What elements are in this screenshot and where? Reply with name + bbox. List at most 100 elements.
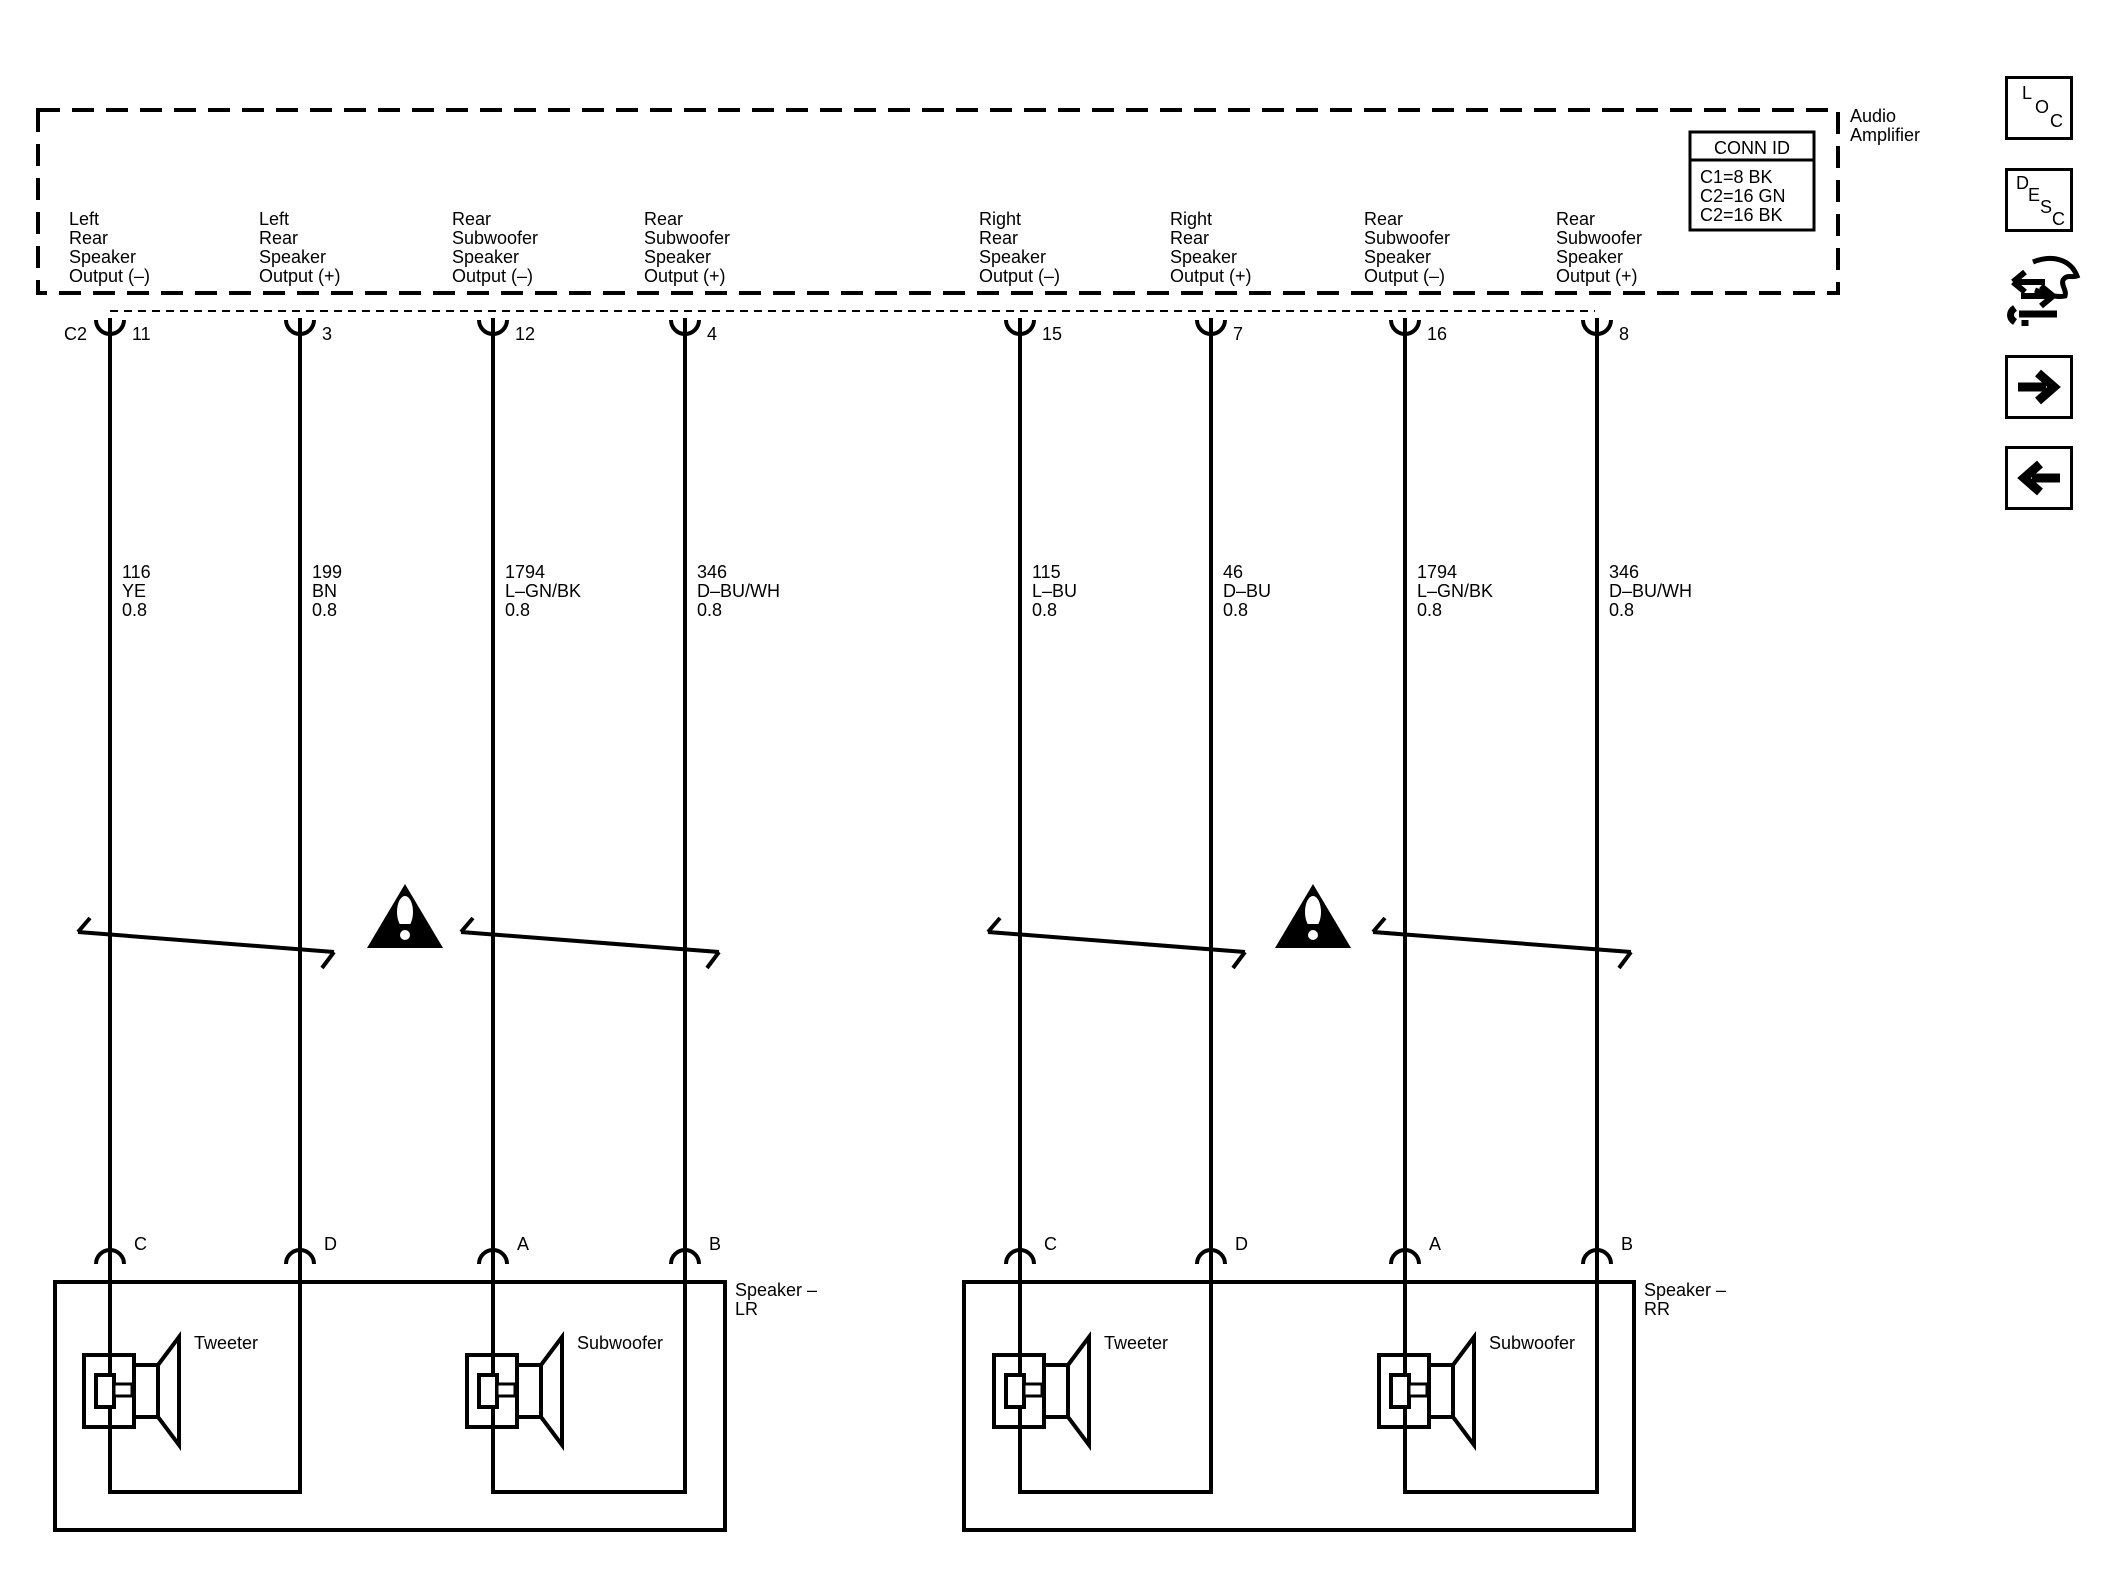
wire-spec: 1794 (1417, 562, 1457, 582)
connector-repair-button[interactable] (2005, 250, 2085, 334)
speaker-name: Speaker – (735, 1280, 817, 1300)
wire-spec: 115 (1032, 562, 1061, 582)
circuit-label: Subwoofer (644, 228, 730, 248)
svg-text:C: C (2050, 111, 2063, 131)
wire-spec: 116 (122, 562, 151, 582)
speaker-pin-letter: C (1044, 1234, 1057, 1254)
loc-button[interactable]: L O C (2005, 76, 2073, 140)
pin-number: 8 (1619, 324, 1629, 344)
speaker-pin-letter: C (134, 1234, 147, 1254)
circuit-label: Speaker (452, 247, 519, 267)
circuit-label: Output (–) (979, 266, 1060, 286)
wire-spec: YE (122, 581, 146, 601)
location-icon: L O C (2022, 83, 2063, 131)
caution-icon[interactable] (1275, 884, 1351, 948)
speaker-terminal (1004, 1248, 1036, 1265)
pin-number: 3 (322, 324, 332, 344)
circuit-label: Rear (259, 228, 298, 248)
driver-label: Subwoofer (1489, 1333, 1575, 1353)
amplifier-name: Audio (1850, 106, 1896, 126)
wire-spec: 346 (1609, 562, 1639, 582)
circuit-label: Subwoofer (452, 228, 538, 248)
circuit-label: Speaker (1364, 247, 1431, 267)
circuit-label: Output (+) (1170, 266, 1252, 286)
previous-page-button[interactable] (2005, 446, 2073, 510)
wire-spec: 1794 (505, 562, 545, 582)
twisted-pair-marker (1371, 916, 1633, 970)
wire-spec: 46 (1223, 562, 1243, 582)
speaker-terminal (94, 1248, 126, 1265)
wire-spec: D–BU/WH (1609, 581, 1692, 601)
wire-spec: L–BU (1032, 581, 1077, 601)
circuit-label: Rear (452, 209, 491, 229)
amplifier-box (36, 108, 1840, 295)
circuit-label: Rear (1170, 228, 1209, 248)
wire-spec: 0.8 (122, 600, 147, 620)
connector-repair-icon (2007, 256, 2081, 326)
next-arrow-icon (2018, 369, 2061, 405)
circuit-label: Speaker (69, 247, 136, 267)
speaker-terminal (1195, 1248, 1227, 1265)
speaker-terminal (477, 1248, 509, 1265)
speaker-terminal (1581, 1248, 1613, 1265)
pin-number: 7 (1233, 324, 1243, 344)
circuit-label: Output (+) (644, 266, 726, 286)
pin-number: 4 (707, 324, 717, 344)
driver-label: Subwoofer (577, 1333, 663, 1353)
conn-id-row: C2=16 BK (1700, 205, 1783, 225)
circuit-label: Speaker (1170, 247, 1237, 267)
connector-id-label: C2 (64, 324, 87, 344)
svg-text:D: D (2016, 173, 2029, 193)
wire-spec: 346 (697, 562, 727, 582)
circuit-label: Speaker (1556, 247, 1623, 267)
amplifier-name-2: Amplifier (1850, 125, 1920, 145)
wire-spec: 0.8 (697, 600, 722, 620)
circuit-label: Output (+) (259, 266, 341, 286)
circuit-label: Left (259, 209, 289, 229)
circuit-label: Speaker (259, 247, 326, 267)
subwoofer: Subwoofer (1377, 1331, 1575, 1451)
circuit-label: Subwoofer (1556, 228, 1642, 248)
speaker-pin-letter: B (709, 1234, 721, 1254)
circuit-label: Output (+) (1556, 266, 1638, 286)
circuit-label: Speaker (644, 247, 711, 267)
wire-spec: 0.8 (1609, 600, 1634, 620)
desc-button[interactable]: D E S C (2005, 168, 2073, 232)
wire-spec: BN (312, 581, 337, 601)
wire-spec: D–BU/WH (697, 581, 780, 601)
wire-spec: 0.8 (312, 600, 337, 620)
conn-id-row: C2=16 GN (1700, 186, 1786, 206)
circuit-label: Rear (644, 209, 683, 229)
subwoofer: Subwoofer (465, 1331, 663, 1451)
pin-number: 16 (1427, 324, 1447, 344)
description-icon: D E S C (2016, 173, 2065, 229)
caution-icon[interactable] (367, 884, 443, 948)
wire-spec: L–GN/BK (505, 581, 581, 601)
pin-number: 12 (515, 324, 535, 344)
circuit-label: Output (–) (1364, 266, 1445, 286)
circuit-label: Output (–) (452, 266, 533, 286)
previous-arrow-icon (2017, 460, 2060, 496)
svg-text:C: C (2052, 209, 2065, 229)
circuit-label: Output (–) (69, 266, 150, 286)
speaker-pin-letter: B (1621, 1234, 1633, 1254)
speaker-name: Speaker – (1644, 1280, 1726, 1300)
twisted-pair-marker (986, 916, 1247, 970)
circuit-label: Left (69, 209, 99, 229)
next-page-button[interactable] (2005, 355, 2073, 419)
wire-spec: 0.8 (505, 600, 530, 620)
wire-spec: 0.8 (1417, 600, 1442, 620)
conn-id-table: CONN ID C1=8 BK C2=16 GN C2=16 BK (1688, 130, 1816, 232)
circuit-label: Right (979, 209, 1021, 229)
speaker-pin-letter: A (517, 1234, 529, 1254)
speaker-pin-letter: D (1235, 1234, 1248, 1254)
wire-spec: 0.8 (1223, 600, 1248, 620)
svg-text:E: E (2028, 185, 2040, 205)
